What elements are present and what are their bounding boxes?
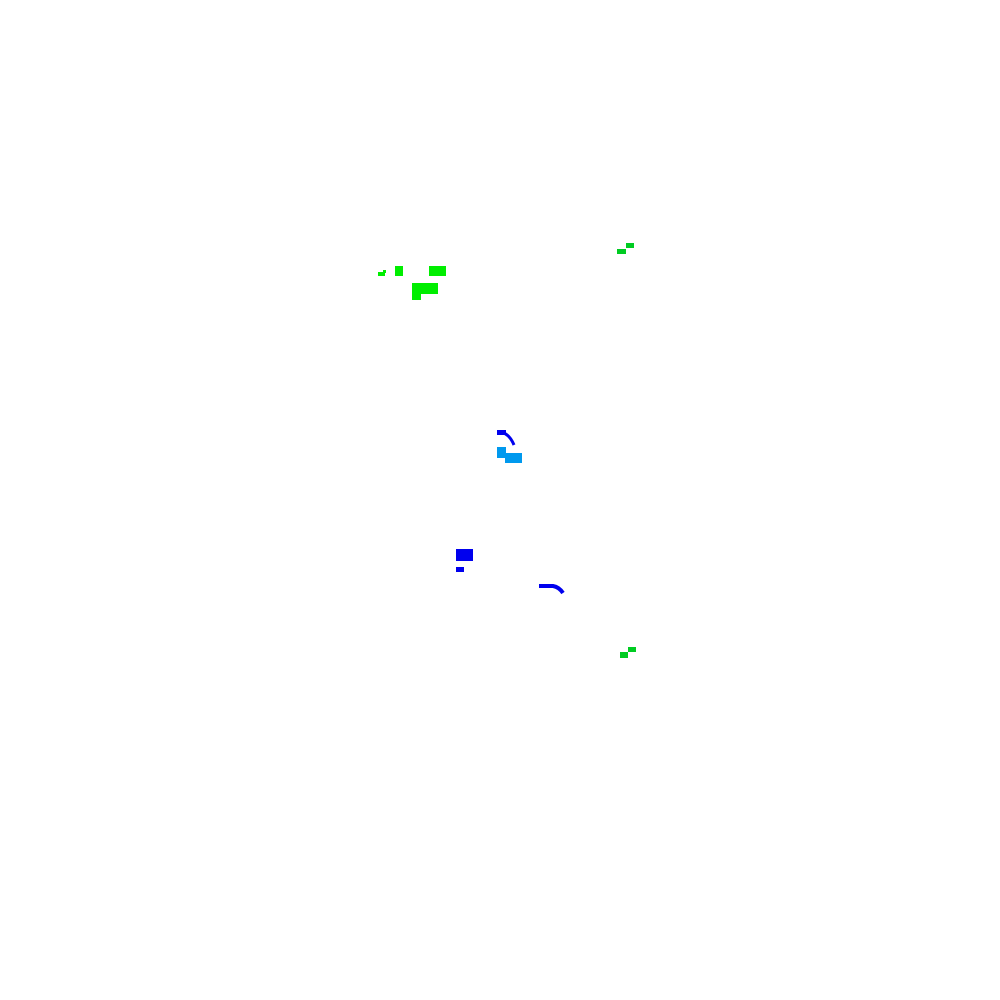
green-blob-small-dot bbox=[378, 272, 385, 276]
green-blob-stair-top bbox=[412, 283, 438, 294]
green-blob-tick bbox=[395, 266, 403, 276]
blue-hook-upper-curve bbox=[499, 430, 516, 446]
lower-blue-group bbox=[456, 549, 565, 595]
green-cluster-upper-left bbox=[378, 266, 446, 300]
sky-blue-step-lower bbox=[505, 453, 522, 463]
green-blob-stair-bottom bbox=[412, 292, 421, 300]
green-tick-upper-right-high bbox=[626, 243, 634, 248]
blue-block bbox=[456, 549, 473, 561]
sky-blue-step-upper bbox=[497, 447, 506, 458]
blue-curve-lower bbox=[539, 584, 565, 595]
center-blue-hook-group bbox=[497, 430, 522, 463]
green-blob-small-dot-edge bbox=[383, 270, 386, 273]
green-tick-lower-right bbox=[620, 647, 636, 658]
green-tick-upper-right bbox=[617, 243, 634, 254]
blue-dash bbox=[456, 567, 464, 572]
green-tick-lower-right-low bbox=[620, 652, 628, 658]
green-blob-bar bbox=[429, 266, 446, 276]
green-tick-lower-right-high bbox=[628, 647, 636, 652]
green-tick-upper-right-low bbox=[617, 249, 626, 254]
